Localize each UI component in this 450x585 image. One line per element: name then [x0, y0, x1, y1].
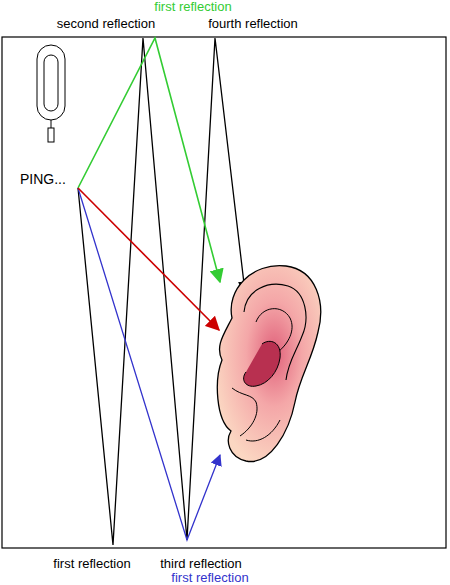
speaker-icon	[37, 45, 65, 142]
reflection-label: third reflection	[160, 556, 242, 571]
green-reflection-path	[78, 38, 220, 282]
room-wall	[2, 37, 446, 548]
reflection-label: fourth reflection	[208, 16, 298, 31]
ear-illustration	[217, 266, 320, 462]
reflection-label: first reflection	[171, 570, 248, 585]
blue-reflection-path	[78, 188, 220, 540]
reflection-label: second reflection	[57, 16, 155, 31]
sound-source-label: PING...	[20, 172, 66, 187]
direct-sound-path	[78, 188, 219, 330]
reflection-label: first reflection	[53, 556, 130, 571]
reflection-label: first reflection	[154, 0, 231, 14]
black-reflection-path	[78, 38, 245, 545]
